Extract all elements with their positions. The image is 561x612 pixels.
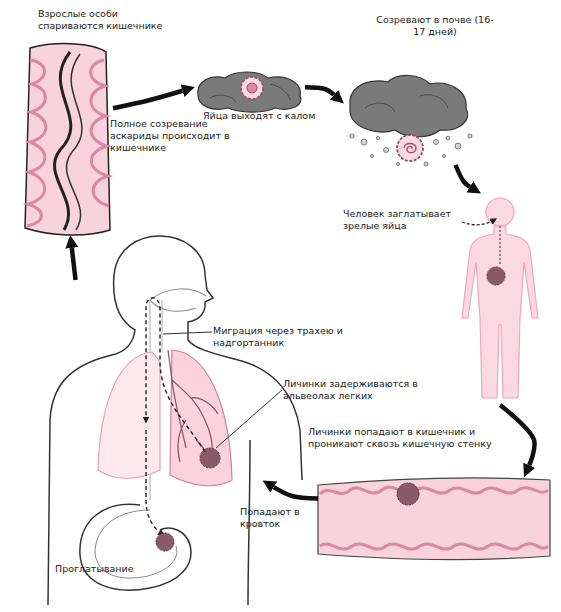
- larva-cluster: [200, 448, 220, 468]
- egg-core: [247, 83, 257, 93]
- stage-text: Личинки задерживаются в альвеолах легких: [283, 378, 433, 402]
- bronchi: [168, 350, 218, 462]
- soil-particle: [371, 155, 374, 158]
- soil-particle: [434, 140, 439, 145]
- stage-text: Взрослые особи спариваются кишечнике: [38, 8, 178, 32]
- soil-particle: [455, 143, 461, 149]
- leader-line: [163, 332, 212, 334]
- cycle-arrow: [500, 405, 535, 465]
- egg-cluster: [487, 267, 505, 285]
- stage-node: Личинки попадают в кишечник и проникают …: [318, 478, 550, 560]
- intestine-villi: [320, 487, 548, 494]
- cycle-arrow: [274, 487, 318, 498]
- soil-particle: [443, 155, 446, 158]
- stage-text: Человек заглатывает зрелые яйца: [343, 208, 458, 232]
- egg: [241, 77, 263, 99]
- soil-clump: [350, 75, 468, 136]
- intestine-fold: [27, 60, 46, 226]
- human-body: [462, 226, 538, 398]
- adult-worm: [66, 54, 82, 230]
- intestine-villi: [320, 544, 548, 549]
- stage-text: Яйца выходят с калом: [203, 110, 353, 122]
- soil-particle: [397, 163, 400, 166]
- ingestion-path: [500, 226, 501, 266]
- soil-detail: [365, 95, 448, 112]
- soil-particle: [446, 136, 450, 140]
- cycle-arrow: [113, 91, 182, 108]
- intestine-fold: [91, 60, 109, 206]
- stage-text: Миграция через трахею и надгортанник: [213, 325, 363, 349]
- edge-label: Попадают в кровток: [240, 506, 310, 530]
- migration-path: [146, 298, 205, 452]
- egg-larva: [404, 144, 416, 153]
- body-outline: [48, 236, 302, 605]
- adult-worm: [54, 52, 70, 230]
- stage-node: Человек заглатывает зрелые яйца: [450, 195, 550, 405]
- intestine-tube: [25, 44, 110, 235]
- human-head: [486, 198, 514, 226]
- lung: [98, 352, 160, 478]
- larva-cluster: [397, 483, 419, 505]
- soil-particle: [361, 139, 367, 145]
- cycle-arrow: [72, 248, 76, 280]
- stage-node: Яйца выходят с калом: [195, 72, 305, 110]
- stage-text: Личинки попадают в кишечник и проникают …: [308, 426, 508, 450]
- cycle-arrow: [456, 165, 470, 187]
- leader-line: [216, 390, 282, 448]
- body-outline: [248, 440, 250, 605]
- soil-particle: [468, 134, 472, 138]
- stage-text: Созревают в почве (16-17 дней): [375, 14, 495, 38]
- cycle-arrow: [305, 87, 334, 95]
- stage-node: Взрослые особи спариваются кишечникеПолн…: [18, 40, 113, 235]
- feces: [198, 72, 301, 112]
- larva-cluster: [156, 533, 174, 551]
- mature-egg: [397, 135, 423, 161]
- stage-node: Созревают в почве (16-17 дней): [345, 75, 475, 165]
- intestine-band: [318, 478, 550, 560]
- soil-particle: [350, 134, 354, 138]
- soil-particles: [350, 134, 472, 166]
- soil-particle: [384, 148, 389, 153]
- ingestion-path: [462, 220, 494, 225]
- stomach: [80, 504, 191, 590]
- oral-cavity: [150, 289, 206, 311]
- soil-particle: [376, 136, 379, 139]
- stage-text: Проглатывание: [55, 563, 175, 575]
- soil-particle: [424, 162, 428, 166]
- migration-path: [146, 430, 162, 534]
- stage-text: Полное созревание аскариды происходит в …: [110, 118, 245, 154]
- stage-node: Миграция через трахею и надгортанникЛичи…: [40, 280, 262, 605]
